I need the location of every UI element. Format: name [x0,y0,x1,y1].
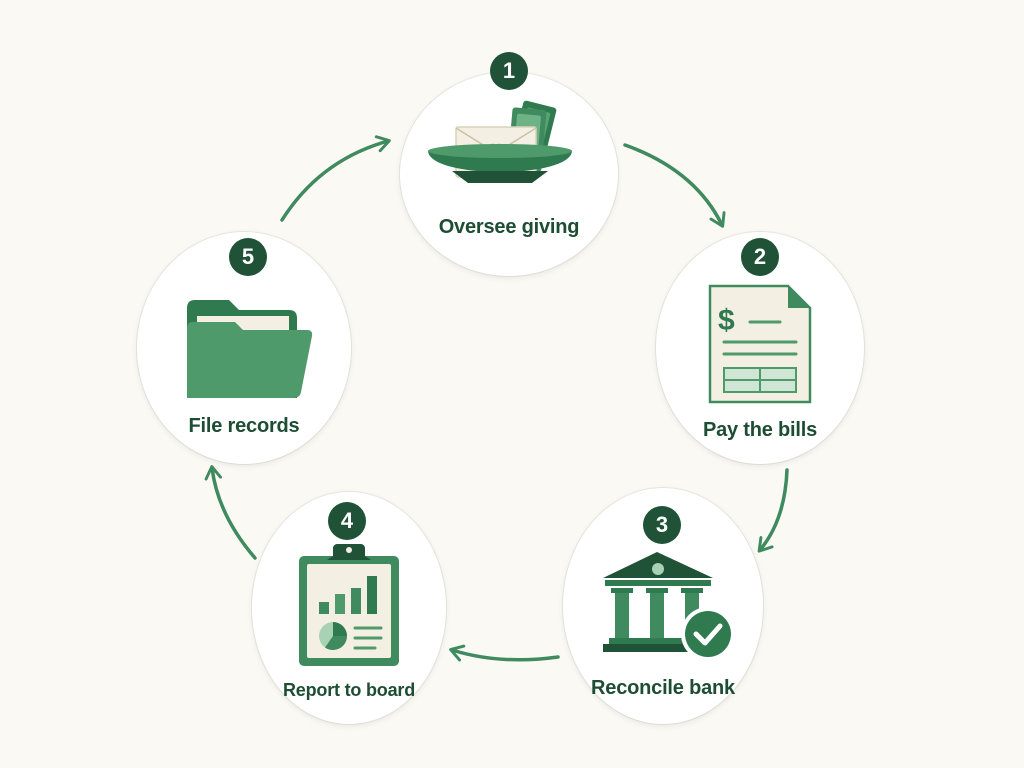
arrow-1-to-2 [623,143,726,228]
step-label: Pay the bills [702,419,818,441]
arrow-5-to-1 [280,135,391,222]
step-number-badge: 4 [328,502,366,540]
step-3-reconcile-bank: Reconcile bank 3 [563,488,763,724]
step-1-oversee-giving: Oversee giving 1 [400,52,618,276]
folder-icon [187,300,313,398]
step-4-report-to-board: Report to board 4 [252,492,446,724]
step-number-badge: 1 [490,52,528,90]
step-label: Report to board [283,680,415,700]
arrow-4-to-5 [204,465,257,560]
step-label: Reconcile bank [591,677,735,699]
invoice-icon: $ [708,284,812,404]
step-label: File records [188,415,300,437]
arrow-2-to-3 [757,468,789,553]
step-label: Oversee giving [438,216,580,238]
arrow-3-to-4 [449,644,560,662]
clipboard-report-icon [299,544,399,666]
bank-check-icon [603,552,735,661]
step-number-badge: 5 [229,238,267,276]
step-5-file-records: File records 5 [137,232,351,464]
step-2-pay-the-bills: $ Pay the bills 2 [656,232,864,464]
step-number-badge: 2 [741,238,779,276]
svg-text:$: $ [718,304,735,337]
step-number-badge: 3 [643,506,681,544]
offering-plate-icon [428,100,572,183]
